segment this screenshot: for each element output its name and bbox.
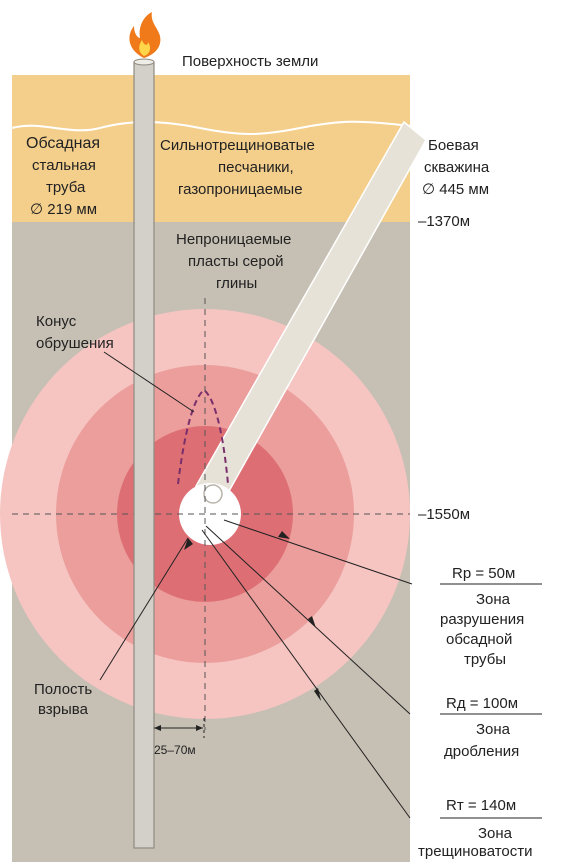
- arrow-fracture: [314, 688, 321, 701]
- sandstone-label-line-1: Сильнотрещиноватые: [160, 137, 315, 154]
- break-line: [11, 120, 411, 135]
- sandstone-label-line-2: песчаники,: [218, 159, 294, 176]
- flame-core: [139, 40, 151, 56]
- zone-destroy-line-2: разрушения: [440, 611, 524, 628]
- flame-icon: [129, 12, 161, 58]
- offset-arrow-right: [196, 725, 203, 731]
- clay-label-line-2: пласты серой: [188, 253, 283, 270]
- cone-label-line-1: Конус: [36, 313, 77, 330]
- radius-fracture-label: Rт = 140м: [446, 797, 516, 814]
- casing-label-line-4: ∅ 219 мм: [30, 201, 97, 218]
- cavity-inner-ring: [203, 484, 223, 504]
- cone-label-line-2: обрушения: [36, 335, 114, 352]
- borehole-label-line-3: ∅ 445 мм: [422, 181, 489, 198]
- zone-fracture-line-2: трещиноватости: [418, 843, 533, 860]
- offset-arrow-left: [154, 725, 161, 731]
- casing-label-line-3: труба: [46, 179, 86, 196]
- borehole-label-line-2: скважина: [424, 159, 490, 176]
- arrow-destroy: [278, 531, 290, 539]
- leader-fracture: [201, 529, 411, 819]
- leader-cone: [103, 351, 195, 413]
- cavity-label-line-2: взрыва: [38, 701, 89, 718]
- leader-cavity: [99, 537, 189, 681]
- casing-label-line-1: Обсадная: [26, 135, 100, 152]
- clay-label-line-3: глины: [216, 275, 257, 292]
- depth-top-label: –1370м: [418, 213, 470, 230]
- radius-destroy-label: Rр = 50м: [452, 565, 515, 582]
- casing-pipe-top: [133, 58, 155, 66]
- casing-pipe: [133, 61, 155, 849]
- zone-destroy-line-1: Зона: [476, 591, 511, 608]
- depth-center-label: –1550м: [418, 506, 470, 523]
- borehole-label-line-1: Боевая: [428, 137, 479, 154]
- zone-crush-line-2: дробления: [444, 743, 519, 760]
- offset-label: 25–70м: [154, 743, 196, 757]
- cavity-label-line-1: Полость: [34, 681, 92, 698]
- zone-destroy-line-4: трубы: [464, 651, 506, 668]
- arrow-cavity: [184, 538, 193, 550]
- leader-destroy: [223, 519, 413, 585]
- zone-destroy-line-3: обсадной: [446, 631, 512, 648]
- clay-label-line-1: Непроницаемые: [176, 231, 291, 248]
- arrow-crush: [308, 616, 316, 628]
- surface-label: Поверхность земли: [182, 53, 318, 70]
- casing-label-line-2: стальная: [32, 157, 96, 174]
- radius-crush-label: Rд = 100м: [446, 695, 518, 712]
- leader-crush: [205, 525, 411, 715]
- zone-crush-line-1: Зона: [476, 721, 511, 738]
- zone-fracture-line-1: Зона: [478, 825, 513, 842]
- sand-layer: [12, 75, 410, 222]
- sandstone-label-line-3: газопроницаемые: [178, 181, 303, 198]
